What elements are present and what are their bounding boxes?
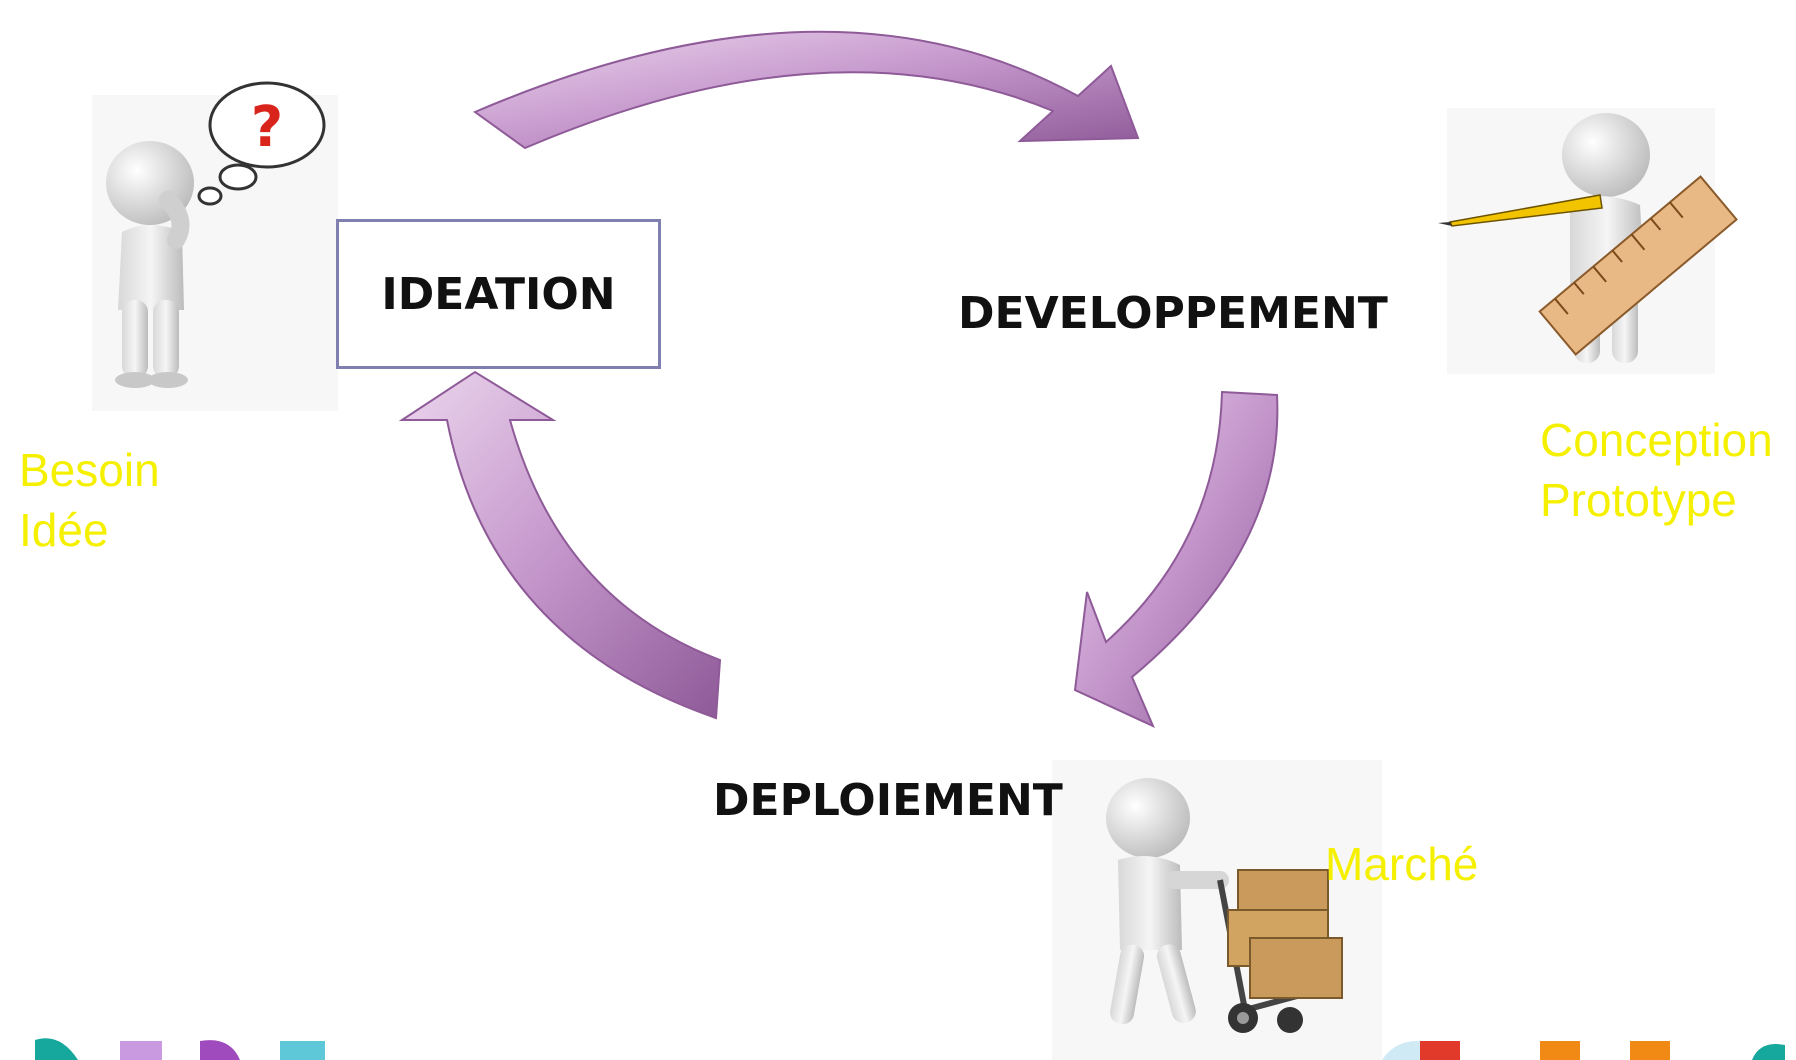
ideation-box: IDEATION bbox=[336, 219, 661, 369]
stage-deploiement-label: DEPLOIEMENT bbox=[713, 775, 1063, 826]
note-prototype: Prototype bbox=[1540, 474, 1737, 526]
stage-ideation-label: IDEATION bbox=[381, 268, 616, 320]
note-besoin: Besoin bbox=[19, 444, 160, 496]
arrow-ideation-to-developpement bbox=[472, 30, 1140, 150]
pencil-ruler-figure-icon bbox=[1438, 108, 1738, 374]
note-marche: Marché bbox=[1325, 838, 1479, 890]
note-conception: Conception bbox=[1540, 414, 1773, 466]
stage-developpement-label: DEVELOPPEMENT bbox=[958, 288, 1388, 339]
note-besoin-idee: Besoin Idée bbox=[19, 440, 160, 560]
note-idee: Idée bbox=[19, 504, 109, 556]
footer-logo-shapes-left bbox=[35, 1038, 325, 1060]
hand-truck-figure-icon bbox=[1052, 760, 1382, 1060]
note-conception-prototype: Conception Prototype bbox=[1540, 410, 1773, 530]
footer-logo-shapes-right bbox=[1382, 1040, 1785, 1060]
thinking-figure-icon: ? bbox=[92, 81, 338, 411]
arrow-developpement-to-deploiement bbox=[1073, 390, 1279, 728]
svg-text:?: ? bbox=[251, 95, 283, 160]
arrow-deploiement-to-ideation bbox=[398, 370, 722, 720]
